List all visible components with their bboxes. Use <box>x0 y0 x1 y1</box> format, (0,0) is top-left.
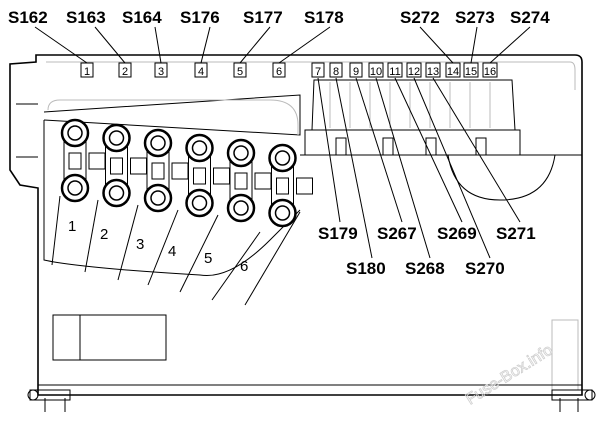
maxi-fuse-4 <box>185 133 230 218</box>
label-s179: S179 <box>318 224 358 243</box>
leader-line <box>117 204 139 281</box>
slot-box-10 <box>368 62 384 78</box>
slot-box-5 <box>233 62 247 78</box>
label-s271: S271 <box>496 224 536 243</box>
leader-line <box>147 209 179 286</box>
fuse-numbers: 1 2 3 4 5 6 <box>68 218 248 275</box>
maxi-fuse-6 <box>268 143 313 228</box>
slot-number-10: 10 <box>370 66 382 78</box>
fuse-number-3: 3 <box>136 236 144 253</box>
watermark: Fuse-Box.info <box>463 342 556 409</box>
leader-line <box>94 26 126 64</box>
slot-number-16: 16 <box>484 66 496 78</box>
leader-line <box>239 26 271 64</box>
leader-line <box>51 195 61 266</box>
slot-box-6 <box>272 62 286 78</box>
leader-line <box>317 77 341 223</box>
maxi-fuse-2 <box>102 123 147 208</box>
mounting-foot-right <box>551 389 596 412</box>
label-s268: S268 <box>405 259 445 278</box>
label-s176: S176 <box>180 8 220 27</box>
slot-number-7: 7 <box>315 66 321 78</box>
slot-number-1: 1 <box>84 66 90 78</box>
label-s162: S162 <box>8 8 48 27</box>
slot-box-15 <box>463 62 479 78</box>
slot-box-2 <box>118 62 132 78</box>
slot-box-12 <box>406 62 422 78</box>
slot-number-3: 3 <box>158 66 164 78</box>
slot-number-8: 8 <box>333 66 339 78</box>
maxi-fuse-3 <box>143 128 189 213</box>
leader-line <box>84 199 99 273</box>
slot-number-9: 9 <box>353 66 359 78</box>
leader-line <box>470 26 478 64</box>
slot-number-6: 6 <box>276 66 282 78</box>
slot-box-11 <box>387 62 403 78</box>
maxi-fuses <box>60 118 313 228</box>
fuse-number-1: 1 <box>68 218 76 235</box>
leader-line <box>154 26 162 64</box>
leader-line <box>432 77 521 223</box>
leader-line <box>419 26 454 64</box>
label-s163: S163 <box>66 8 106 27</box>
slot-number-4: 4 <box>198 66 204 78</box>
slot-box-7 <box>311 62 325 78</box>
fuse-number-6: 6 <box>240 258 248 275</box>
slot-box-16 <box>482 62 498 78</box>
leader-line <box>211 231 261 301</box>
leader-line <box>200 26 211 64</box>
mounting-foot-left <box>27 389 71 412</box>
slot-box-13 <box>425 62 441 78</box>
leader-line <box>335 77 373 259</box>
slot-box-3 <box>154 62 168 78</box>
label-s269: S269 <box>437 224 477 243</box>
leader-line <box>278 26 331 64</box>
slot-box-1 <box>80 62 94 78</box>
leader-line <box>375 77 431 259</box>
fuse-number-5: 5 <box>204 250 212 267</box>
slot-number-14: 14 <box>447 66 459 78</box>
slot-number-11: 11 <box>389 66 400 78</box>
label-s274: S274 <box>510 8 550 27</box>
leader-line <box>413 77 491 259</box>
label-s273: S273 <box>455 8 495 27</box>
label-s178: S178 <box>304 8 344 27</box>
slot-number-15: 15 <box>465 66 477 78</box>
fuse-number-4: 4 <box>168 243 176 260</box>
slot-box-14 <box>445 62 461 78</box>
leader-line <box>489 26 531 64</box>
leader-line <box>34 26 88 64</box>
label-s177: S177 <box>243 8 283 27</box>
label-s270: S270 <box>465 259 505 278</box>
leader-lines <box>34 26 531 306</box>
slot-box-8 <box>329 62 343 78</box>
slot-number-13: 13 <box>427 66 439 78</box>
leader-line <box>355 77 403 223</box>
fuse-number-2: 2 <box>100 226 108 243</box>
label-s164: S164 <box>122 8 162 27</box>
maxi-fuse-5 <box>226 138 272 223</box>
slot-number-12: 12 <box>408 66 420 78</box>
leader-line <box>179 214 219 293</box>
right-labels: S179 S267 S269 S271 S180 S268 S270 <box>318 224 536 278</box>
top-labels: S162 S163 S164 S176 S177 S178 S272 S273 … <box>8 8 550 27</box>
slot-number-5: 5 <box>237 66 243 78</box>
label-s272: S272 <box>400 8 440 27</box>
label-s180: S180 <box>346 259 386 278</box>
slot-box-4 <box>194 62 208 78</box>
maxi-fuse-1 <box>60 118 106 203</box>
slot-number-2: 2 <box>122 66 128 78</box>
leader-line <box>244 211 301 306</box>
slot-box-9 <box>349 62 363 78</box>
label-s267: S267 <box>377 224 417 243</box>
leader-line <box>394 77 463 223</box>
